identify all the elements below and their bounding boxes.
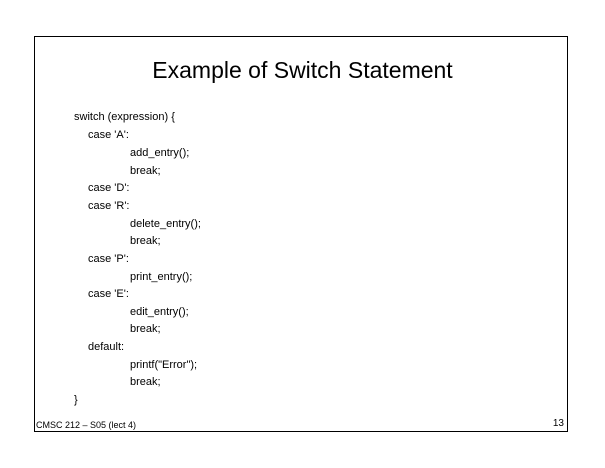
code-line-closing-brace: } [74,394,78,406]
code-line-case-e: case 'E': [88,288,129,300]
code-line-case-d: case 'D': [88,182,130,194]
code-line-delete-entry: delete_entry(); [130,218,201,230]
code-line-break: break; [130,165,161,177]
code-line-break: break; [130,323,161,335]
code-line-break: break; [130,235,161,247]
slide-title: Example of Switch Statement [152,57,453,83]
code-line-print-entry: print_entry(); [130,271,193,283]
code-line-break: break; [130,376,161,388]
code-line-default: default: [88,341,125,353]
code-line-case-r: case 'R': [88,200,130,212]
code-line-case-a: case 'A': [88,129,129,141]
code-line-add-entry: add_entry(); [130,147,190,159]
code-line-edit-entry: edit_entry(); [130,306,189,318]
page-number: 13 [552,418,564,429]
course-footer: CMSC 212 – S05 (lect 4) [36,420,137,430]
code-line-case-p: case 'P': [88,253,129,265]
code-line-switch: switch (expression) { [74,111,175,123]
slide-frame [34,36,568,432]
code-line-printf-error: printf("Error"); [130,359,198,371]
